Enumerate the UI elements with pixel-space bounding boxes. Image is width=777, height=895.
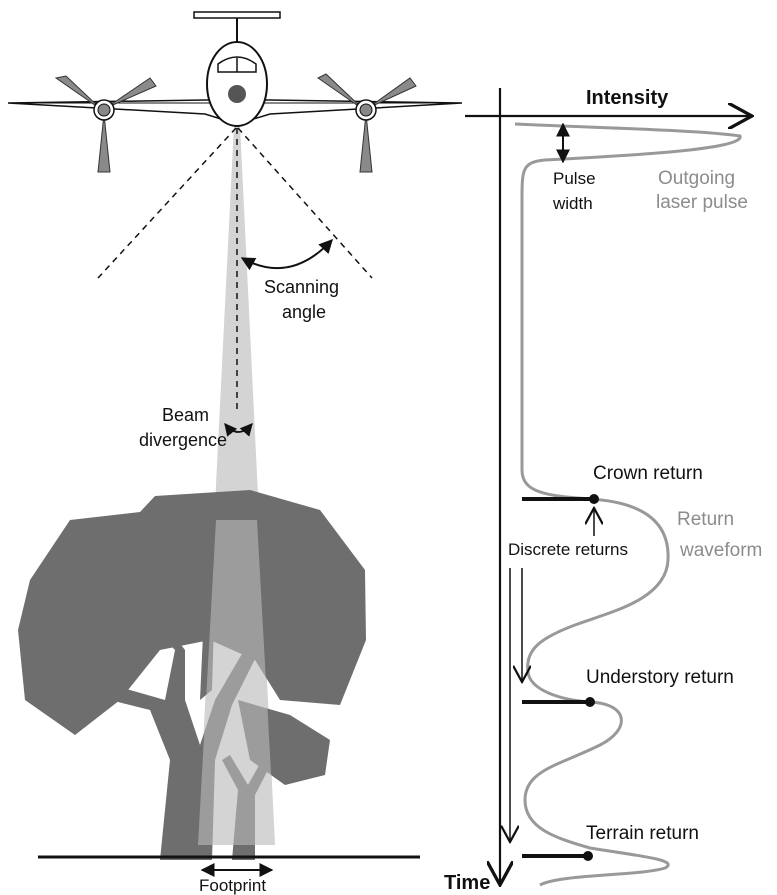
understory-return-label: Understory return [586, 667, 734, 688]
terrain-return-label: Terrain return [586, 823, 699, 844]
scanning-angle-label: Scanning angle [264, 277, 344, 322]
scan-edge-right [238, 128, 372, 278]
footprint-label: Footprint [199, 876, 266, 895]
crown-return-point [589, 494, 599, 504]
intensity-axis-label: Intensity [586, 87, 669, 109]
waveform-curve [515, 124, 740, 885]
crown-return-label: Crown return [593, 463, 703, 484]
return-waveform-label: Return waveform [677, 509, 762, 561]
beam-divergence-label: Beam divergence [139, 405, 227, 450]
scan-edge-left [98, 128, 236, 278]
scanning-angle-arc [242, 240, 332, 268]
pulse-width-label: Pulse width [552, 169, 600, 213]
understory-return-point [585, 697, 595, 707]
tree-icon [18, 490, 366, 860]
time-axis-label: Time [444, 872, 490, 894]
terrain-return-point [583, 851, 593, 861]
discrete-returns-label: Discrete returns [508, 540, 628, 559]
outgoing-pulse-label: Outgoing laser pulse [656, 168, 748, 213]
